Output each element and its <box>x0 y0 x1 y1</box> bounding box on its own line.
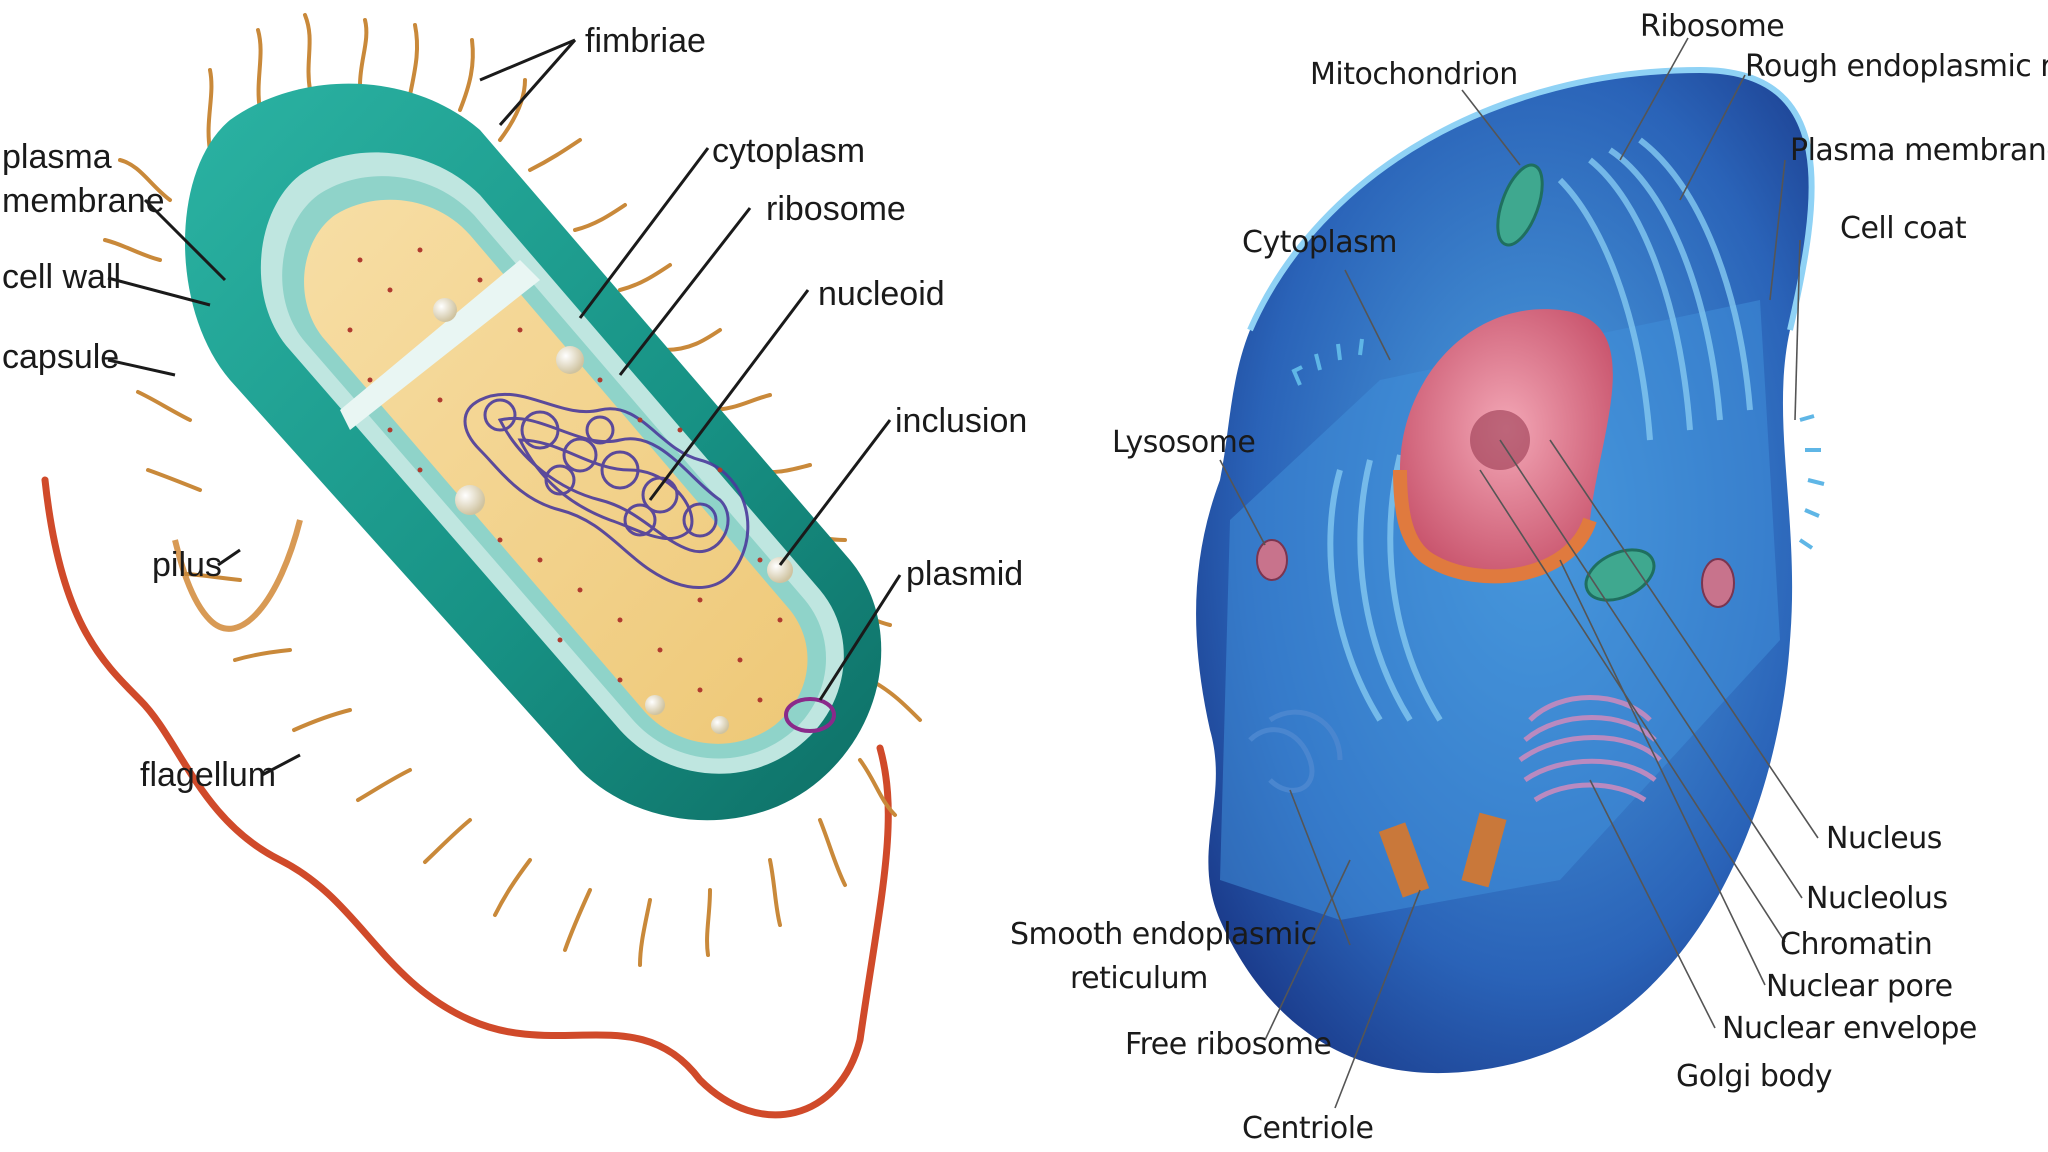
pilus-shape <box>172 519 303 632</box>
label-fimbriae: fimbriae <box>585 22 706 60</box>
label-plasma-membrane-eu: Plasma membrane <box>1790 133 2048 168</box>
label-cytoplasm: cytoplasm <box>712 132 865 170</box>
label-rough-er: Rough endoplasmic reticulum <box>1745 49 2048 84</box>
label-chromatin: Chromatin <box>1780 927 1932 962</box>
label-ribosome: ribosome <box>766 190 906 228</box>
cutaway-face <box>340 260 540 430</box>
label-cell-wall: cell wall <box>2 258 121 296</box>
flagellum-shape <box>41 476 892 1119</box>
label-mitochondrion: Mitochondrion <box>1310 57 1518 92</box>
label-free-ribosome: Free ribosome <box>1125 1027 1331 1062</box>
eukaryote-cutaway-surface <box>1220 300 1780 920</box>
cell-coat-villi <box>1291 338 1825 550</box>
label-inclusion: inclusion <box>895 402 1027 440</box>
label-nucleus: Nucleus <box>1826 821 1942 856</box>
nucleoid-shape <box>463 392 750 589</box>
eukaryotic-cell: Ribosome Mitochondrion Rough endoplasmic… <box>1010 9 2048 1146</box>
label-pilus: pilus <box>152 546 222 584</box>
label-cell-coat: Cell coat <box>1840 211 1967 246</box>
inclusion-bubbles <box>433 298 793 734</box>
label-plasmid: plasmid <box>906 555 1023 593</box>
label-nucleoid: nucleoid <box>818 275 945 313</box>
label-plasma-membrane-line1: plasma <box>2 138 112 176</box>
label-flagellum: flagellum <box>140 756 276 794</box>
label-plasma-membrane-line2: membrane <box>2 182 165 220</box>
plasmid-shape <box>784 697 836 733</box>
label-cytoplasm-eu: Cytoplasm <box>1242 225 1397 260</box>
eukaryote-leader-lines <box>1219 37 1819 1109</box>
plasma-membrane-rim <box>1247 66 1815 332</box>
prokaryotic-cell: fimbriae plasma membrane cell wall capsu… <box>2 13 1027 1119</box>
smooth-er-shape <box>1248 709 1343 793</box>
centriole-shape <box>1378 812 1507 898</box>
label-lysosome: Lysosome <box>1112 425 1255 460</box>
label-nuclear-pore: Nuclear pore <box>1766 969 1953 1004</box>
lysosome-shape <box>1256 539 1288 581</box>
label-smooth-er-line2: reticulum <box>1070 961 1208 996</box>
label-capsule: capsule <box>2 338 119 376</box>
label-centriole: Centriole <box>1242 1111 1374 1146</box>
label-golgi-body: Golgi body <box>1676 1059 1832 1094</box>
rough-er-shape <box>1327 137 1753 722</box>
prokaryote-leader-lines <box>107 38 902 777</box>
label-nuclear-envelope: Nuclear envelope <box>1722 1011 1977 1046</box>
label-ribosome-eu: Ribosome <box>1640 9 1784 44</box>
mitochondrion-shape <box>1496 163 1544 247</box>
nuclear-envelope-shape <box>1393 469 1597 584</box>
golgi-shape <box>1518 695 1662 803</box>
lysosome-shape-2 <box>1701 558 1735 608</box>
label-smooth-er-line1: Smooth endoplasmic <box>1010 917 1317 952</box>
mitochondrion-shape-2 <box>1584 548 1656 602</box>
label-nucleolus: Nucleolus <box>1806 881 1948 916</box>
